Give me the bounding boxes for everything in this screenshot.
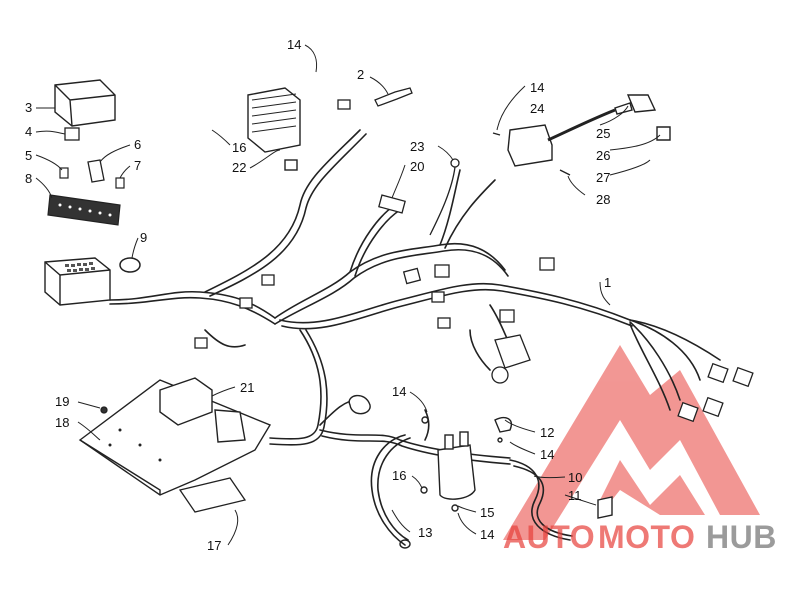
relay-6 [87, 159, 105, 183]
ring-terminal-23 [429, 158, 460, 236]
callout-label: 19 [55, 394, 69, 409]
callout-labels: 14 2 3 4 5 6 7 8 9 16 22 23 20 14 24 25 … [25, 37, 611, 553]
voltage-regulator [247, 87, 301, 171]
callout-label: 3 [25, 100, 32, 115]
starter-solenoid [348, 394, 613, 549]
watermark-part-moto: MOTO [598, 519, 695, 555]
callout-label: 6 [134, 137, 141, 152]
watermark-logo [503, 345, 760, 540]
ignition-coil [492, 94, 671, 176]
callout-label: 14 [392, 384, 406, 399]
fuse-small-7 [115, 177, 125, 189]
fuse-small-5 [59, 167, 69, 179]
fuse-strip-8 [47, 194, 121, 226]
callout-label: 5 [25, 148, 32, 163]
callout-label: 8 [25, 171, 32, 186]
cdi-module [159, 377, 246, 443]
mounting-plate [78, 379, 272, 496]
relay-small-4 [64, 127, 80, 141]
relay-cover [54, 79, 116, 127]
watermark-text: AUTO MOTO HUB [503, 519, 777, 555]
sensor-20 [378, 194, 406, 214]
callout-label: 14 [540, 447, 554, 462]
callout-label: 25 [596, 126, 610, 141]
callout-label: 22 [232, 160, 246, 175]
callout-label: 2 [357, 67, 364, 82]
leader-lines [35, 44, 661, 546]
callout-label: 9 [140, 230, 147, 245]
connector-2 [337, 87, 413, 110]
callout-label: 18 [55, 415, 69, 430]
end-connectors [677, 362, 754, 423]
pad-17 [178, 477, 247, 513]
callout-label: 11 [568, 488, 582, 503]
callout-label: 4 [25, 124, 32, 139]
callout-label: 20 [410, 159, 424, 174]
callout-label: 14 [287, 37, 301, 52]
screw-19 [100, 406, 108, 414]
callout-label: 16 [232, 140, 246, 155]
callout-label: 23 [410, 139, 424, 154]
callout-label: 24 [530, 101, 544, 116]
connector-cluster [194, 257, 555, 384]
callout-label: 13 [418, 525, 432, 540]
callout-label: 12 [540, 425, 554, 440]
watermark-part-auto: AUTO [503, 519, 595, 555]
callout-label: 21 [240, 380, 254, 395]
callout-label: 14 [480, 527, 494, 542]
callout-label: 10 [568, 470, 582, 485]
callout-label: 28 [596, 192, 610, 207]
callout-label: 14 [530, 80, 544, 95]
callout-label: 15 [480, 505, 494, 520]
callout-label: 26 [596, 148, 610, 163]
ring-clamp-9 [119, 257, 141, 273]
callout-label: 1 [604, 275, 611, 290]
callout-label: 27 [596, 170, 610, 185]
fuse-box [44, 257, 111, 306]
watermark-part-hub: HUB [706, 519, 777, 555]
callout-label: 7 [134, 158, 141, 173]
callout-label: 16 [392, 468, 406, 483]
callout-label: 17 [207, 538, 221, 553]
watermark-triangle [503, 345, 760, 540]
